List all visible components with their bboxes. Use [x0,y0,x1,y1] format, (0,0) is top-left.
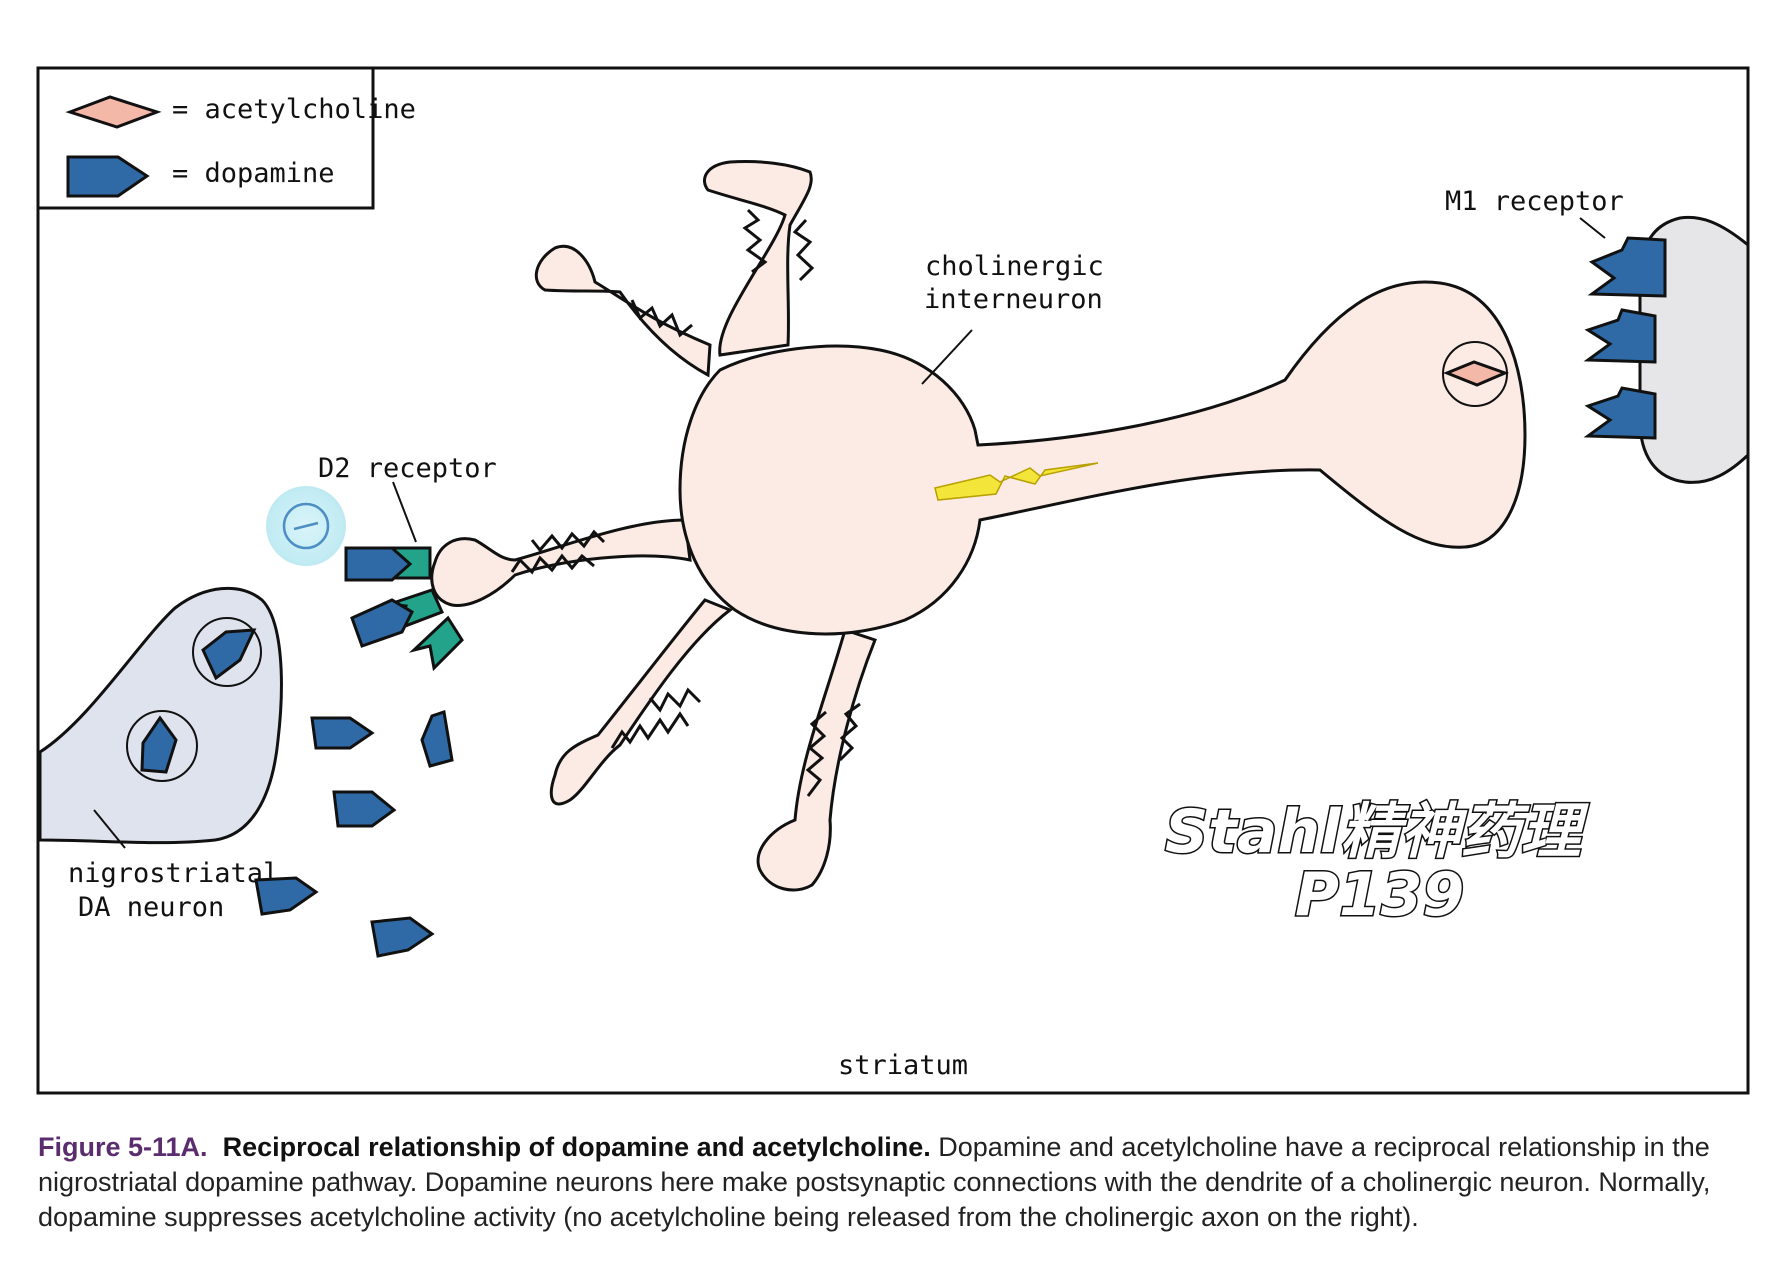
acetylcholine-molecule [1442,360,1510,387]
figure-number: Figure 5-11A. [38,1132,208,1162]
nigrostriatal-da-neuron [38,586,283,845]
nigro-label-line2: DA neuron [78,892,224,923]
cholinergic-interneuron [430,160,1527,892]
m1-receptor-3 [1583,386,1657,440]
dopamine-molecule-5 [370,916,435,958]
dendrite-upper-left [534,244,712,378]
released-dopamine [254,710,454,958]
da-vesicle-2-dopamine [140,715,178,774]
m1-receptor-1 [1587,236,1667,298]
d2-label-leader [392,481,417,543]
watermark-line1: Stahl精神药理 [1165,797,1590,867]
dendrite-upper [703,160,813,357]
dopamine-legend-icon [66,155,150,198]
nigro-label-leader [93,809,126,849]
d2-bound-dopamine-2 [350,598,414,648]
m1-label-leader [1579,217,1606,239]
inhibition-symbol [266,486,346,566]
minus-icon-bar [293,521,319,531]
cholinergic-label-line1: cholinergic [925,251,1104,282]
d2-bound-dopamine-1 [344,546,413,582]
legend-dopamine-label: = dopamine [172,158,335,189]
da-vesicle-1-dopamine [201,628,257,681]
d2-receptors [344,546,464,672]
legend-acetylcholine-label: = acetylcholine [172,94,416,125]
dendrite-lower-left [549,598,734,806]
acetylcholine-vesicle [1442,341,1508,407]
d2-receptor-3 [408,615,464,672]
signal-bolt [934,462,1099,501]
figure-title: Reciprocal relationship of dopamine and … [222,1132,931,1162]
da-vesicle-1 [192,617,262,687]
m1-receptor-label: M1 receptor [1445,186,1624,217]
acetylcholine-legend-icon [65,95,162,129]
figure-caption: Figure 5-11A. Reciprocal relationship of… [38,1130,1753,1235]
dopamine-molecule-1 [310,716,375,750]
m1-receptor-2 [1583,308,1657,364]
cholinergic-label-line2: interneuron [924,284,1103,315]
dopamine-molecule-2 [420,710,454,768]
minus-icon [282,502,330,550]
caption-body: Dopamine and acetylcholine have a recipr… [38,1132,1711,1232]
da-vesicle-2 [126,710,198,782]
nigro-label-line1: nigrostriatal [68,858,279,889]
m1-target-cell [1583,215,1750,484]
d2-receptor-label: D2 receptor [318,453,497,484]
dopamine-molecule-4 [254,876,319,916]
soma [678,280,1527,636]
striatum-label: striatum [838,1050,968,1081]
legend: = acetylcholine = dopamine [36,66,416,210]
cholinergic-label-leader [921,329,973,385]
dendrite-lower [756,628,877,892]
dendritic-spines [510,208,861,797]
dendrite-left-to-d2 [430,518,692,607]
watermark-line2: P139 [1295,860,1464,930]
dopamine-molecule-3 [332,790,397,828]
